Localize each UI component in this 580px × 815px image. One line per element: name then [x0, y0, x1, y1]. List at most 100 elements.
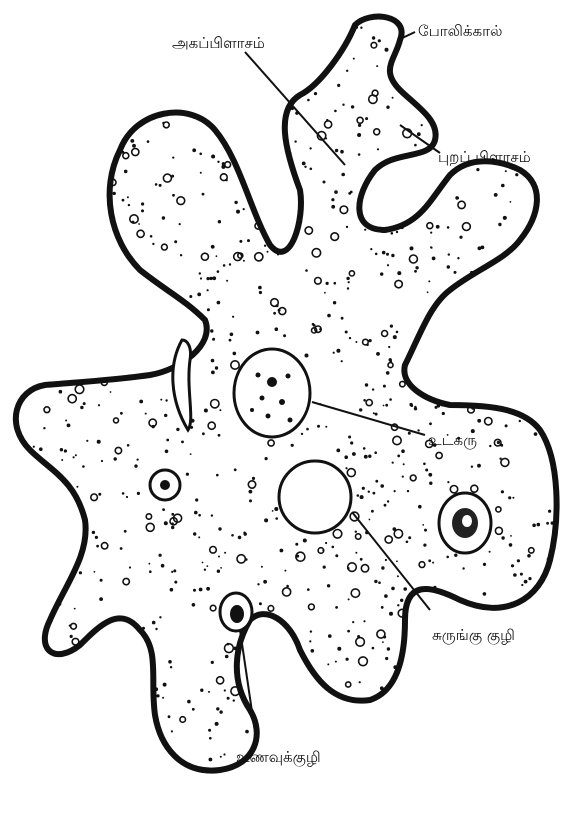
granule: [532, 524, 536, 528]
granule: [478, 246, 482, 250]
granule: [349, 337, 351, 339]
granule: [229, 263, 231, 265]
food-vacuole-left: [150, 470, 180, 500]
granule: [43, 427, 45, 429]
granule: [454, 554, 457, 557]
granule: [341, 317, 344, 320]
granule: [417, 429, 419, 431]
granule: [134, 464, 137, 467]
granule: [386, 253, 389, 256]
granule: [476, 168, 479, 171]
granule: [149, 570, 152, 573]
granule: [357, 494, 360, 497]
granule: [423, 463, 426, 466]
granule: [391, 587, 395, 591]
granule: [145, 413, 147, 415]
granule: [314, 92, 317, 95]
granule: [192, 603, 196, 607]
granule: [392, 462, 394, 464]
granule: [457, 257, 459, 259]
granule: [192, 148, 196, 152]
granule: [537, 523, 541, 527]
granule: [168, 715, 171, 718]
granule: [261, 566, 263, 568]
granule: [497, 441, 500, 444]
granule: [332, 546, 335, 549]
contractile-vacuole: [279, 461, 351, 533]
granule: [174, 240, 177, 243]
granule: [303, 539, 307, 543]
granule: [347, 287, 349, 289]
granule: [352, 621, 354, 623]
granule: [382, 251, 386, 255]
granule: [340, 150, 344, 154]
granule: [127, 196, 129, 198]
granule: [376, 65, 378, 67]
granule: [498, 223, 501, 226]
granule: [307, 588, 310, 591]
granule: [428, 280, 430, 282]
granule: [83, 402, 86, 405]
granule: [223, 753, 225, 755]
granule: [432, 562, 434, 564]
granule: [355, 531, 357, 533]
granule: [377, 148, 379, 150]
granule: [548, 510, 551, 513]
granule: [256, 331, 260, 335]
granule: [350, 441, 353, 444]
granule: [510, 201, 512, 203]
granule: [406, 541, 409, 544]
granule: [82, 465, 85, 468]
granule: [447, 226, 450, 229]
granule: [358, 153, 361, 156]
granule: [248, 201, 251, 204]
granule: [386, 371, 390, 375]
granule: [155, 183, 158, 186]
granule: [86, 440, 88, 442]
granule: [381, 606, 384, 609]
granule: [387, 264, 389, 266]
granule: [346, 658, 349, 661]
granule: [401, 449, 405, 453]
label-food-vacuole: உணவுக்குழி: [236, 748, 321, 767]
granule: [137, 459, 139, 461]
granule: [94, 571, 96, 573]
granule: [489, 445, 491, 447]
granule: [380, 686, 384, 690]
granule: [393, 527, 397, 531]
granule: [283, 334, 286, 337]
granule: [208, 691, 210, 693]
granule: [459, 236, 462, 239]
granule: [163, 683, 167, 687]
granule: [80, 406, 83, 409]
granule: [85, 540, 87, 542]
granule: [524, 580, 528, 584]
granule: [357, 133, 361, 137]
granule: [200, 689, 203, 692]
granule: [501, 184, 505, 188]
granule: [74, 608, 76, 610]
granule: [385, 559, 387, 561]
granule: [335, 661, 337, 663]
granule: [197, 293, 201, 297]
granule: [423, 544, 426, 547]
granule: [397, 271, 401, 275]
granule: [428, 559, 431, 562]
granule: [477, 419, 481, 423]
granule: [97, 440, 101, 444]
granule: [264, 518, 268, 522]
granule: [212, 276, 216, 280]
granule: [57, 602, 61, 606]
granule: [510, 535, 512, 537]
granule: [172, 194, 175, 197]
granule: [427, 291, 429, 293]
granule: [425, 469, 428, 472]
granule: [244, 532, 247, 535]
granule: [335, 554, 338, 557]
granule: [221, 165, 225, 169]
granule: [218, 527, 221, 530]
granule: [408, 432, 411, 435]
granule: [408, 536, 411, 539]
granule: [360, 27, 362, 29]
granule: [233, 352, 237, 356]
